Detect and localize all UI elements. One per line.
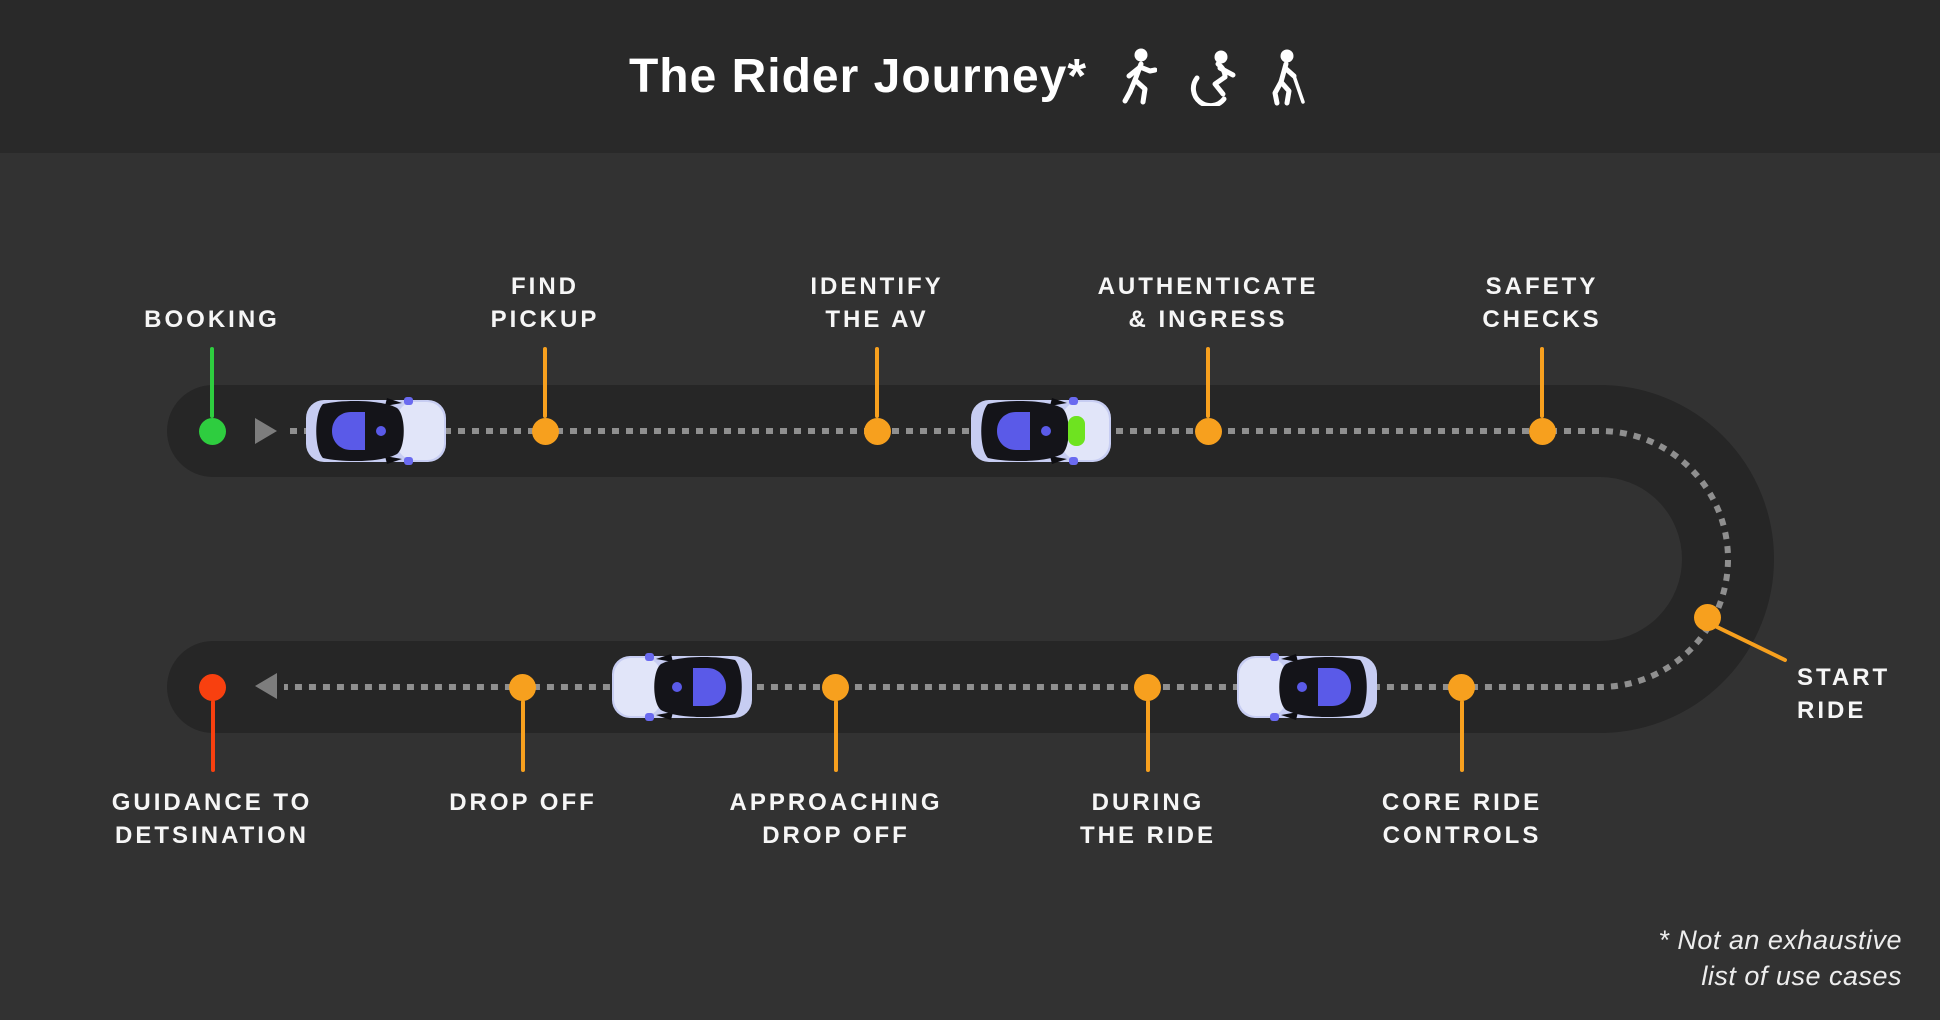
header-bar: The Rider Journey* (0, 0, 1940, 153)
milestone-stem-authenticate-ingress (1206, 347, 1210, 418)
av-car-bottom-1 (611, 653, 753, 721)
milestone-label-approaching-drop-off: APPROACHING DROP OFF (729, 789, 943, 849)
milestone-label-drop-off: DROP OFF (449, 789, 597, 816)
av-car-bottom-2 (1236, 653, 1378, 721)
milestone-dot-approaching-drop-off (822, 674, 849, 701)
milestone-stem-booking (210, 347, 214, 418)
milestone-stem-core-ride-controls (1460, 700, 1464, 772)
milestone-label-authenticate-ingress: AUTHENTICATE & INGRESS (1097, 273, 1319, 333)
dotted-route-line (284, 428, 1731, 690)
milestone-dot-find-pickup (532, 418, 559, 445)
milestone-dot-core-ride-controls (1448, 674, 1475, 701)
milestone-label-find-pickup: FIND PICKUP (490, 273, 600, 333)
milestone-dot-safety-checks (1529, 418, 1556, 445)
milestone-stem-during-the-ride (1146, 700, 1150, 772)
milestone-stem-identify-the-av (875, 347, 879, 418)
milestone-label-guidance-to-destination: GUIDANCE TO DETSINATION (111, 789, 313, 849)
direction-arrow-left-icon (255, 673, 277, 699)
footnote: * Not an exhaustive list of use cases (1658, 925, 1902, 991)
milestone-dot-drop-off (509, 674, 536, 701)
milestone-dot-booking (199, 418, 226, 445)
wheelchair-user-icon (1190, 50, 1236, 106)
milestone-dot-authenticate-ingress (1195, 418, 1222, 445)
milestone-stem-approaching-drop-off (834, 700, 838, 772)
accessibility-icons (1121, 48, 1311, 106)
milestone-label-identify-the-av: IDENTIFY THE AV (810, 273, 944, 333)
milestone-dot-guidance-to-destination (199, 674, 226, 701)
av-car-top-2-ingress (970, 397, 1112, 465)
milestone-stem-safety-checks (1540, 347, 1544, 418)
milestone-stem-drop-off (521, 700, 525, 772)
milestone-stem-guidance-to-destination (211, 700, 215, 772)
start-ride-connector-line (1715, 625, 1787, 662)
milestone-stem-find-pickup (543, 347, 547, 418)
milestone-label-during-the-ride: DURING THE RIDE (1079, 789, 1217, 849)
walking-person-icon (1122, 48, 1158, 104)
milestone-dot-identify-the-av (864, 418, 891, 445)
av-car-top-1 (305, 397, 447, 465)
page-title: The Rider Journey* (628, 50, 1088, 103)
car-green-ingress-panel (1068, 416, 1085, 446)
milestone-label-booking: BOOKING (144, 306, 280, 333)
milestone-dot-during-the-ride (1134, 674, 1161, 701)
milestone-label-safety-checks: SAFETY CHECKS (1482, 273, 1602, 333)
person-with-cane-icon (1272, 49, 1305, 105)
milestone-label-core-ride-controls: CORE RIDE CONTROLS (1381, 789, 1543, 849)
milestone-dot-start-ride (1694, 604, 1721, 631)
road-path (167, 385, 1774, 733)
direction-arrow-right-icon (255, 418, 277, 444)
milestone-label-start-ride: START RIDE (1797, 664, 1891, 724)
